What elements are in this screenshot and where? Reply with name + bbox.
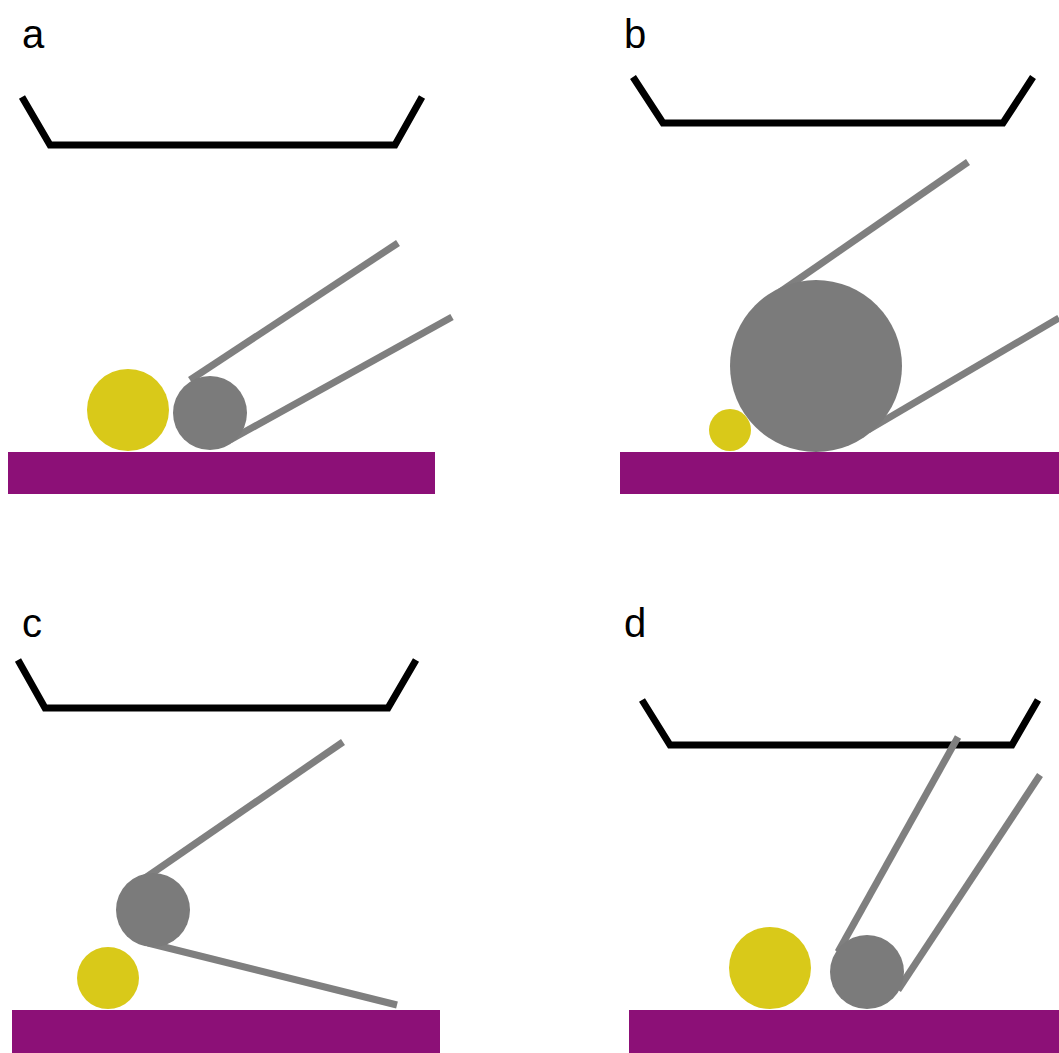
substrate	[8, 452, 435, 494]
detector-bracket	[18, 660, 416, 708]
substrate	[12, 1010, 440, 1053]
probe-beam	[190, 243, 398, 380]
panel-letter: c	[22, 603, 42, 643]
probe-beam	[148, 943, 397, 1005]
probe-beam	[780, 162, 968, 292]
probe-tip	[730, 280, 902, 452]
probe-beam	[838, 737, 958, 952]
probe-beam	[135, 742, 343, 885]
detector-bracket	[633, 77, 1033, 123]
panel-letter: d	[624, 603, 646, 643]
detector-bracket	[642, 700, 1038, 745]
probe-beam	[898, 775, 1040, 990]
panel-letter: b	[624, 14, 646, 54]
particle	[709, 409, 751, 451]
particle	[77, 947, 139, 1009]
particle	[729, 927, 811, 1009]
substrate	[620, 452, 1059, 494]
probe-tip	[830, 935, 904, 1009]
particle	[87, 369, 169, 451]
probe-beam	[230, 317, 452, 440]
panel-letter: a	[22, 14, 44, 54]
probe-tip	[173, 376, 247, 450]
probe-tip	[116, 873, 190, 947]
substrate	[629, 1010, 1059, 1053]
detector-bracket	[22, 97, 422, 145]
